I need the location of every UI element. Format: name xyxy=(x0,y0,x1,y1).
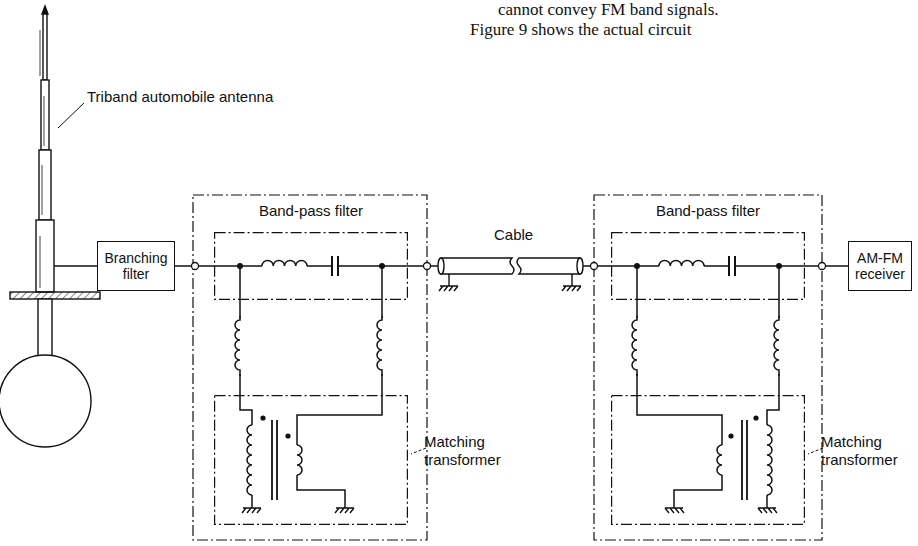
matching-transformer-box: Matching transformer xyxy=(611,395,805,525)
inductor-symbol xyxy=(774,316,779,376)
wire-connector xyxy=(805,265,848,267)
receiver-box: AM-FM receiver xyxy=(848,241,912,291)
dash-dot-outline xyxy=(214,395,408,525)
dash-dot-outline xyxy=(611,232,805,300)
part-label: Triband automobile antenna xyxy=(87,88,273,105)
part-label: Cable xyxy=(494,226,533,243)
inductor-symbol xyxy=(235,316,240,376)
band-pass-filter-box: Band-pass filter xyxy=(214,200,408,300)
node-label: Branching filter xyxy=(102,250,170,282)
node-label: Band-pass filter xyxy=(254,200,368,222)
body-text: Figure 9 shows the actual circuit xyxy=(470,20,691,40)
inductor-symbol xyxy=(632,316,637,376)
band-pass-filter-box: Band-pass filter xyxy=(611,200,805,300)
node-label: Band-pass filter xyxy=(651,200,765,222)
node-label: AM-FM receiver xyxy=(853,250,907,282)
dash-dot-outline xyxy=(214,232,408,300)
node-label: Matching transformer xyxy=(821,433,913,469)
terminal-circle xyxy=(819,263,826,270)
node-label: Matching transformer xyxy=(424,433,516,469)
body-text: cannot convey FM band signals. xyxy=(498,0,719,20)
terminal-circle xyxy=(591,263,598,270)
matching-transformer-box: Matching transformer xyxy=(214,395,408,525)
branching-filter-box: Branching filter xyxy=(97,241,175,291)
inductor-symbol xyxy=(377,316,382,376)
terminal-circle xyxy=(192,263,199,270)
terminal-circle xyxy=(424,263,431,270)
dash-dot-outline xyxy=(611,395,805,525)
